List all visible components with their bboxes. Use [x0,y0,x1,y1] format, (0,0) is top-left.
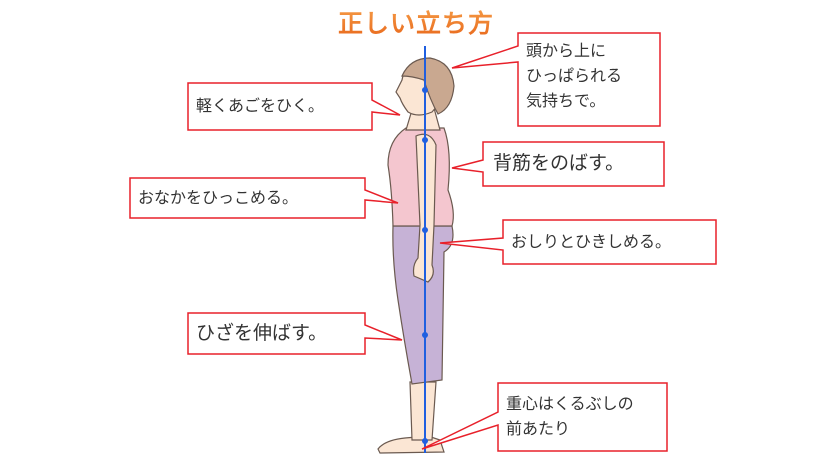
callout-belly: おなかをひっこめる。 [138,188,299,207]
hair [401,57,455,115]
callout-line: 気持ちで。 [526,91,606,110]
callout-line: ひっぱられる [526,66,623,85]
callout-head: 頭から上に ひっぱられる 気持ちで。 [526,38,622,113]
callout-chin: 軽くあごをひく。 [196,96,325,115]
lower-legs [409,381,437,441]
alignment-point-ankle [422,438,428,444]
callout-line: 前あたり [506,419,571,438]
callout-box-chin [187,82,401,131]
callout-back: 背筋をのばす。 [493,152,625,174]
alignment-point-ear [422,87,428,93]
callout-hips: おしりとひきしめる。 [511,232,672,251]
callout-box-belly [129,177,399,219]
callout-knees: ひざを伸ばす。 [196,322,328,344]
callout-line: 頭から上に [526,41,607,60]
alignment-point-shoulder [422,137,428,143]
callout-box-knees [187,312,403,355]
alignment-point-hip [422,227,428,233]
callout-center-of-gravity: 重心はくるぶしの 前あたり [506,391,634,441]
callout-box-back [451,141,665,187]
callout-line: 重心はくるぶしの [506,394,634,413]
callout-box-hips [439,219,717,265]
center-line [422,46,428,453]
alignment-point-knee [422,332,428,338]
woman-figure [377,57,455,454]
callout-box-head [451,32,661,127]
callout-box-center-of-gravity [421,382,668,452]
page-title: 正しい立ち方 [338,4,494,40]
